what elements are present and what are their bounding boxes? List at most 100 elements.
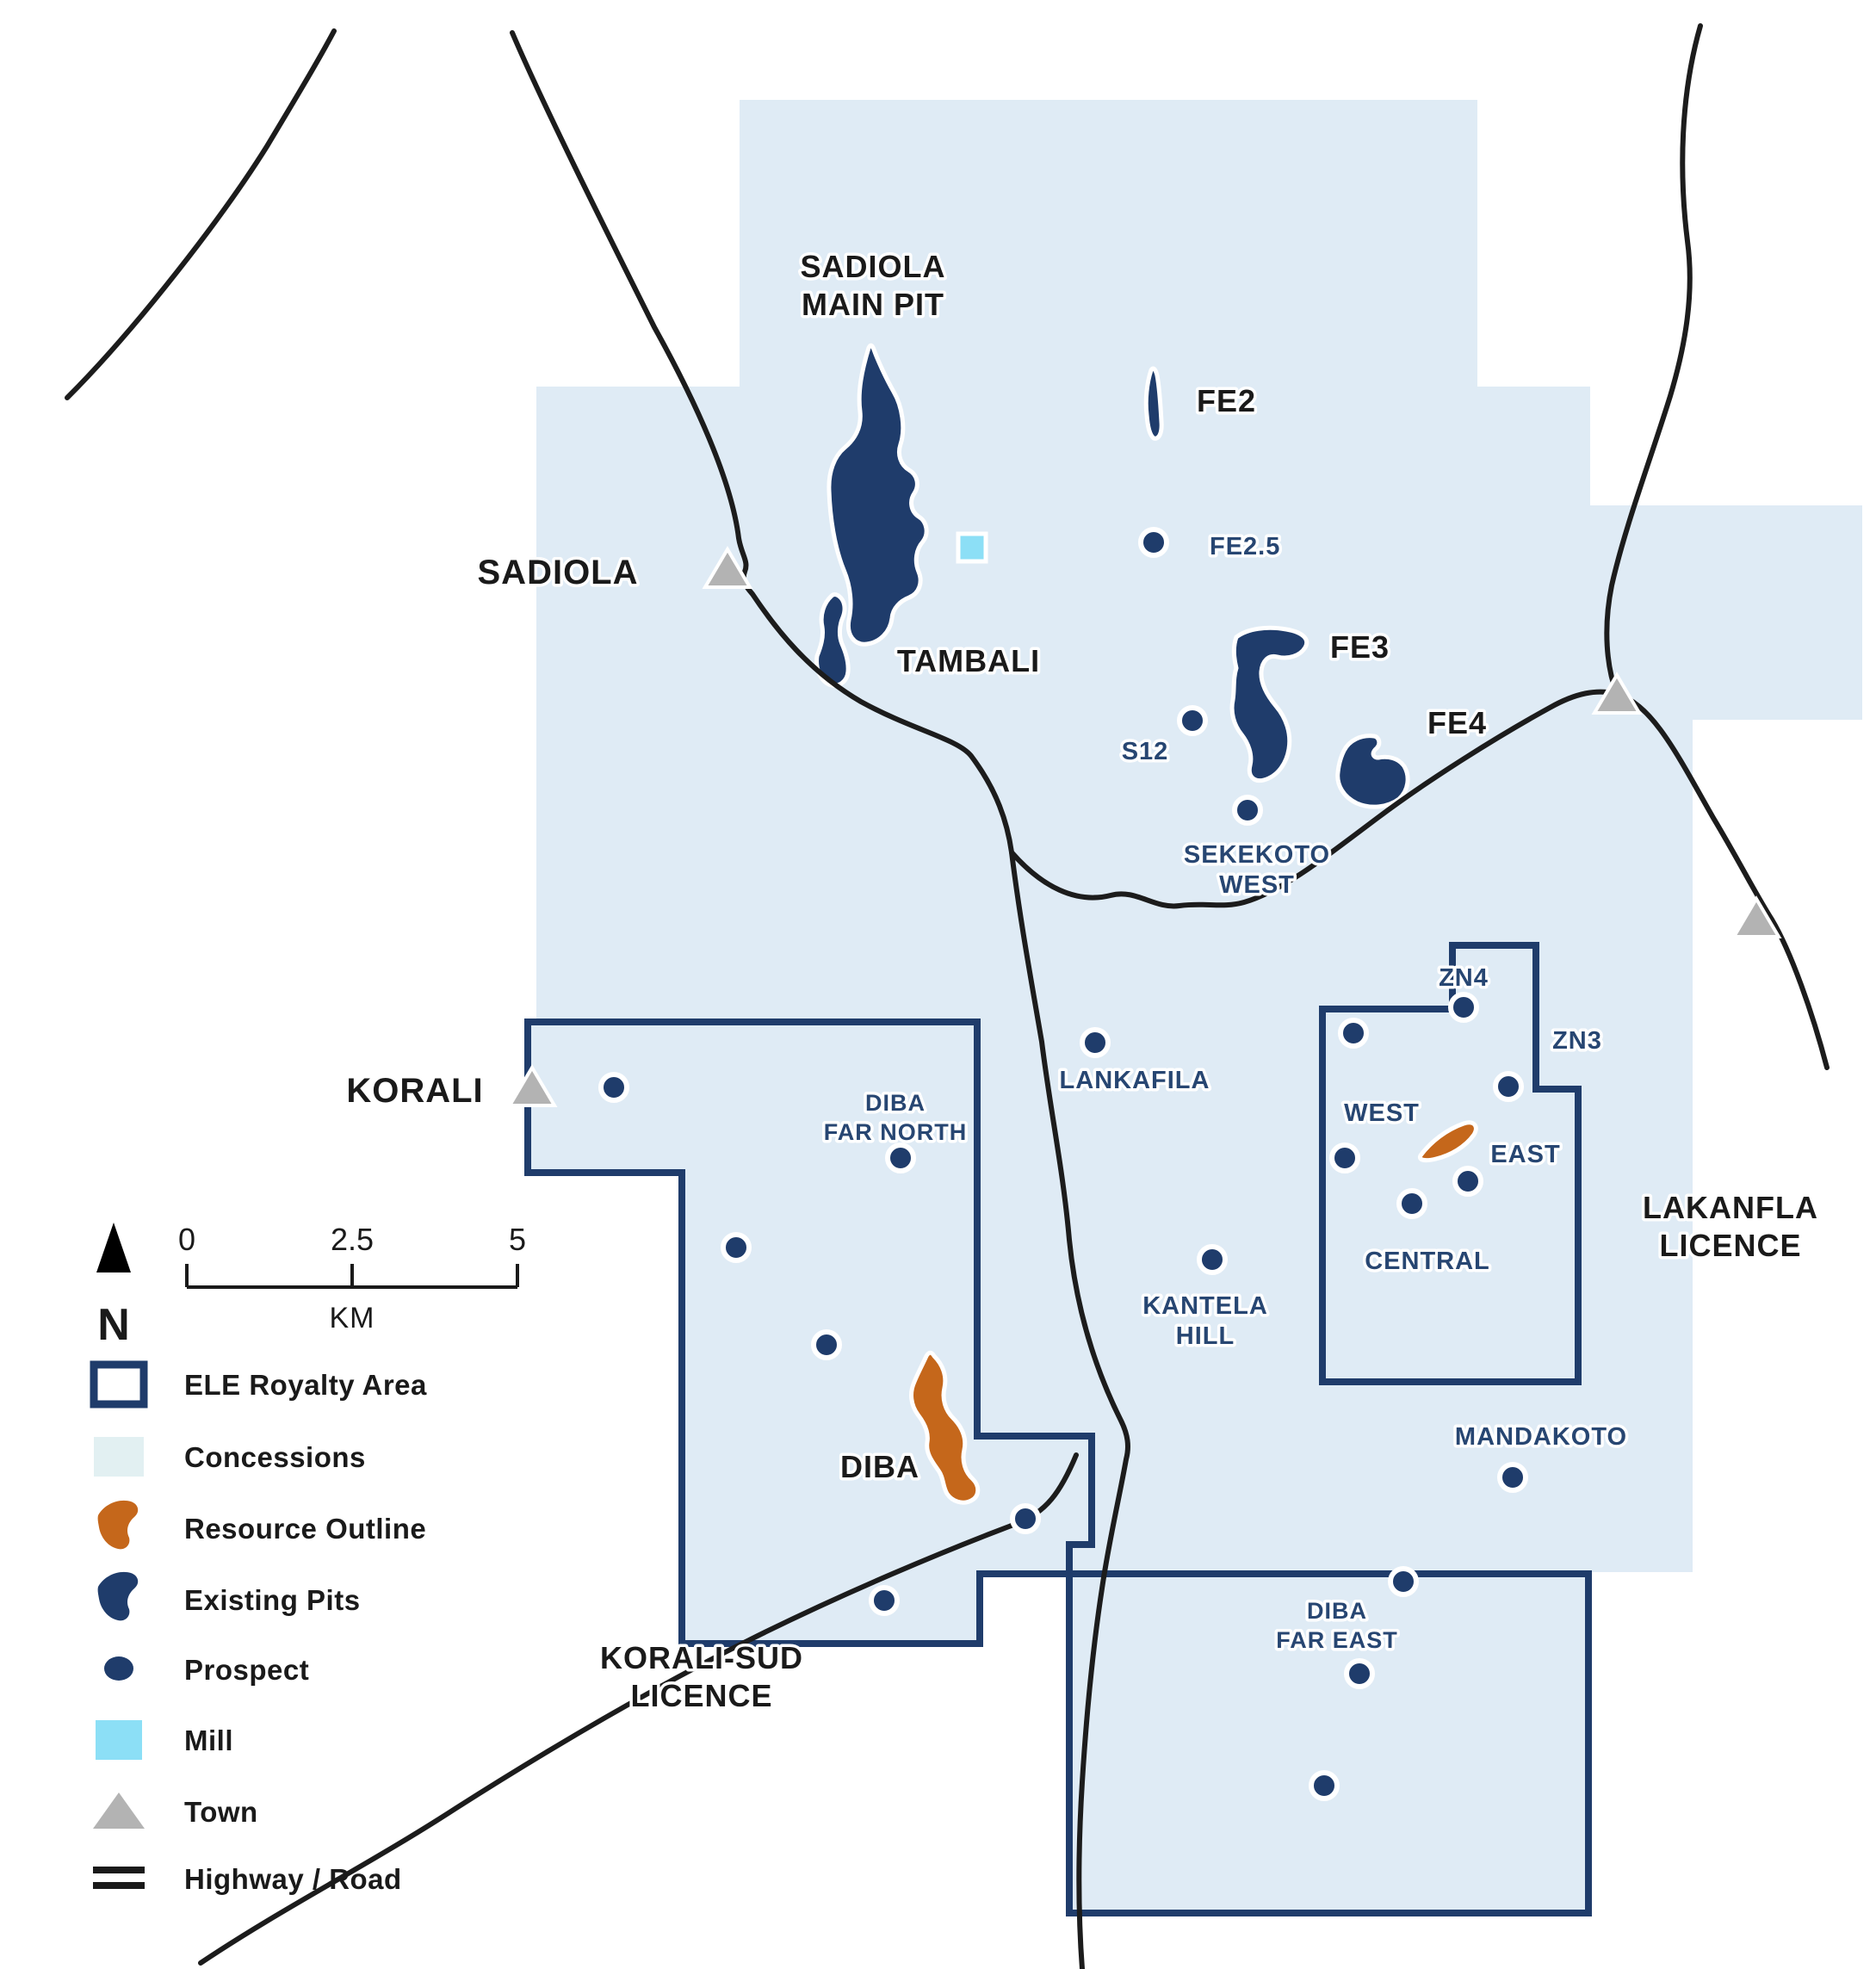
prospect-dot-lakanfla-west-low [1329,1142,1360,1173]
label-tambali: TAMBALI [897,643,1040,678]
legend-swatch-resource [97,1500,139,1550]
label-zn4: ZN4 [1439,964,1489,992]
road-east-fork [1009,689,1619,909]
north-arrow-icon [96,1223,131,1272]
scale-label-end: 5 [509,1222,526,1257]
concession-right-extension [1590,505,1862,720]
label-diba-far-east-2: FAR EAST [1276,1627,1398,1653]
prospect-dot-korali-mid [721,1232,752,1263]
legend-swatch-concessions [94,1437,144,1477]
label-zn3: ZN3 [1552,1027,1602,1055]
label-sadiola-main-pit-2: MAIN PIT [802,287,944,322]
legend-label-prospect: Prospect [184,1654,309,1686]
concession-upper-band [536,387,1590,720]
label-fe2-5: FE2.5 [1210,533,1280,560]
prospect-dot-diba-far-north [885,1142,916,1173]
pit-fe3 [1229,625,1309,783]
label-sadiola-main-pit-1: SADIOLA [801,249,946,284]
label-kantela-hill-2: HILL [1176,1322,1235,1350]
prospect-dot-lakanfla-west-top [1338,1018,1369,1049]
prospect-dot-diba-south [869,1585,900,1616]
legend-swatch-royalty [90,1360,148,1409]
prospect-dot-lankafila [1080,1027,1111,1058]
label-mandakoto: MANDAKOTO [1455,1423,1627,1451]
resource-outlines [909,1120,1478,1505]
label-fe2: FE2 [1197,383,1256,418]
label-diba-far-east-1: DIBA [1307,1598,1367,1624]
legend-label-pits: Existing Pits [184,1584,361,1616]
label-lakanfla-licence-2: LICENCE [1659,1228,1801,1263]
legend-label-highway: Highway / Road [184,1863,402,1895]
legend-label-mill: Mill [184,1724,233,1756]
town-triangle-sadiola [702,546,753,589]
prospect-dot-lakanfla-central [1396,1188,1427,1219]
label-lankafila: LANKAFILA [1060,1067,1210,1094]
mill-square [956,531,988,564]
label-fe4: FE4 [1427,705,1487,740]
town-triangle-east-1 [1591,672,1643,715]
label-central: CENTRAL [1365,1248,1490,1275]
road-top-right [1604,23,1830,1070]
road-top-left [65,28,337,400]
pit-fe4 [1335,734,1410,809]
resource-outline-lakanfla [1418,1120,1478,1163]
scale-bar [185,1264,519,1289]
existing-pits [814,343,1410,809]
label-west: WEST [1344,1099,1420,1127]
prospect-dot-mandakoto [1497,1462,1528,1493]
prospect-dot-dfe-low [1309,1770,1340,1801]
prospect-dot-fe2-5 [1138,527,1169,558]
legend-swatch-prospect [104,1656,133,1681]
royalty-area-diba-far-east [1066,1570,1592,1916]
label-s12: S12 [1122,738,1169,765]
scale-unit: KM [330,1302,375,1334]
legend-label-concessions: Concessions [184,1441,366,1473]
label-diba-far-north-2: FAR NORTH [824,1119,968,1145]
legend-swatch-town [93,1793,145,1829]
label-sekekoto-west-1: SEKEKOTO [1184,841,1330,869]
map-labels: SADIOLA MAIN PIT FE2 FE2.5 TAMBALI FE3 F… [344,246,1821,1717]
label-fe3: FE3 [1330,629,1390,665]
pit-sadiola-main [827,343,929,647]
prospect-dot-sekekoto-west [1232,795,1263,826]
town-triangle-east-2 [1731,895,1782,938]
label-korali-sud-licence-2: LICENCE [630,1678,772,1713]
pit-tambali [814,592,851,688]
towns [506,546,1782,1107]
prospect-dot-korali [598,1072,629,1103]
label-sekekoto-west-2: WEST [1219,871,1295,899]
label-diba-far-north-1: DIBA [865,1090,926,1116]
resource-outline-diba [909,1350,981,1505]
prospect-dot-kantela-hill [1197,1244,1228,1275]
label-lakanfla-licence-1: LAKANFLA [1643,1190,1818,1225]
label-korali-town: KORALI [346,1072,483,1110]
prospect-dot-s12 [1177,705,1208,736]
legend-label-town: Town [184,1796,258,1828]
royalty-area-lakanfla [1319,942,1582,1385]
scale-label-mid: 2.5 [331,1222,374,1257]
prospect-dot-dfe-mid [1344,1658,1375,1689]
prospect-dot-junction [1010,1503,1041,1534]
legend-label-royalty: ELE Royalty Area [184,1369,427,1401]
label-korali-sud-licence-1: KORALI-SUD [600,1640,803,1675]
legend-swatch-pits [97,1571,139,1621]
prospect-dot-lakanfla-zn3 [1493,1071,1524,1102]
prospect-dot-lakanfla-zn4 [1448,992,1479,1023]
scale-label-0: 0 [178,1222,195,1257]
prospect-dot-dfe-top [1388,1566,1419,1597]
label-diba: DIBA [840,1449,919,1484]
scale-bar-labels: 0 2.5 5 KM [178,1222,526,1334]
legend: ELE Royalty Area Concessions Resource Ou… [90,1360,427,1895]
legend-label-resource: Resource Outline [184,1513,426,1545]
label-kantela-hill-1: KANTELA [1142,1292,1268,1320]
north-arrow-letter: N [97,1300,130,1350]
label-sadiola-town: SADIOLA [478,554,639,591]
road-south-fork [1009,850,1130,1969]
concession-top-block [740,100,1477,387]
legend-swatch-highway [93,1867,145,1889]
pit-fe2 [1143,366,1164,441]
north-arrow: N [96,1223,131,1350]
legend-swatch-mill [96,1720,142,1760]
prospect-dots [598,527,1528,1801]
